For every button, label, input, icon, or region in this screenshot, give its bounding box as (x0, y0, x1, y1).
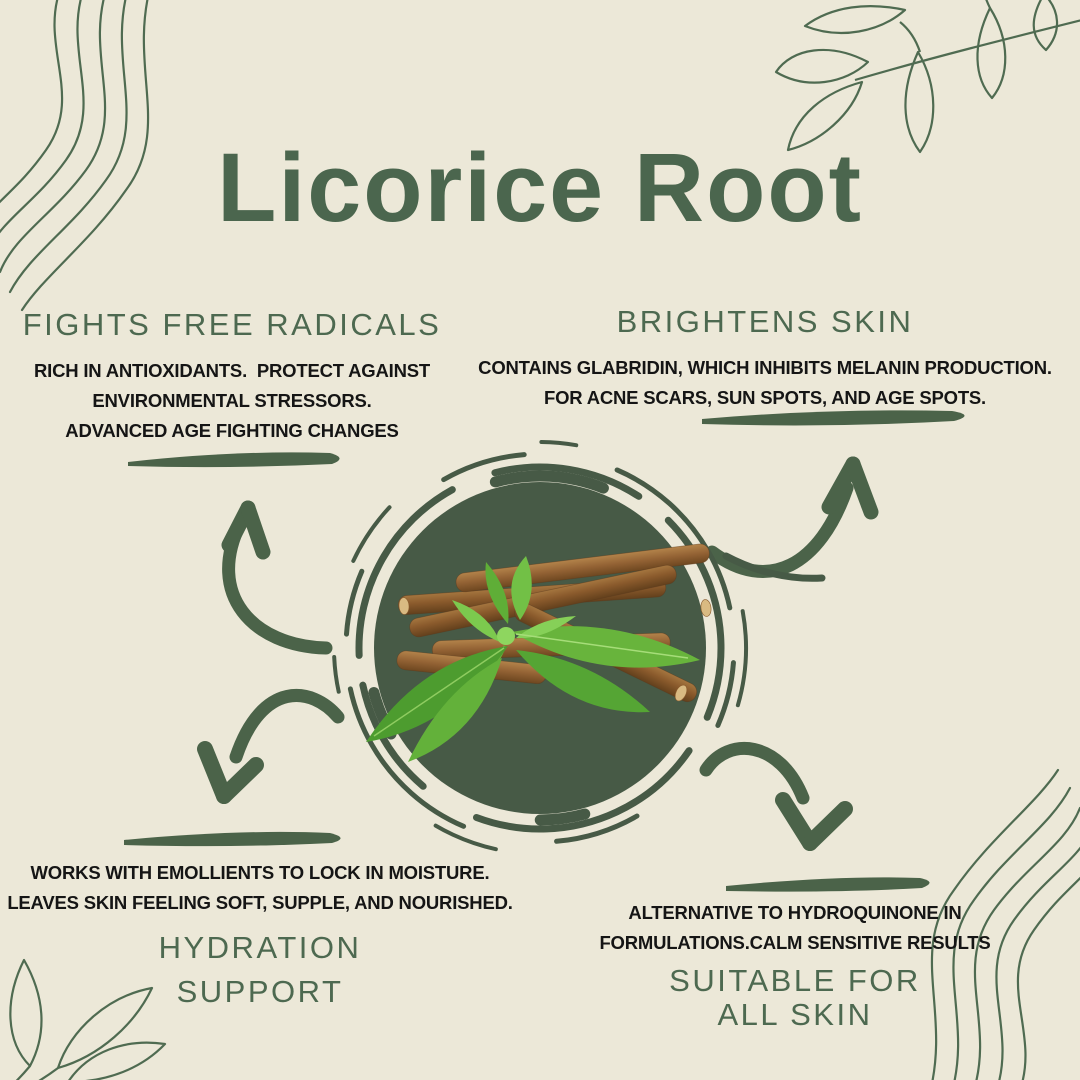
heading-line: SUPPORT (176, 974, 344, 1009)
body-line: FOR ACNE SCARS, SUN SPOTS, AND AGE SPOTS… (543, 387, 986, 408)
curved-arrow-top-left-icon (221, 500, 333, 655)
section-heading: HYDRATION SUPPORT (0, 926, 520, 1014)
brush-underline-suitable (726, 877, 930, 892)
heading-line: SUITABLE FOR (669, 963, 921, 998)
stick-cut-ends (398, 597, 712, 702)
section-fights-free-radicals: FIGHTS FREE RADICALS RICH IN ANTIOXIDANT… (12, 306, 452, 446)
stevia-leaves (366, 556, 700, 762)
heading-line: ALL SKIN (717, 997, 873, 1032)
licorice-root-photo (332, 439, 826, 856)
curved-arrow-bottom-right-icon (699, 742, 853, 851)
section-body: ALTERNATIVE TO HYDROQUINONE IN FORMULATI… (465, 898, 1080, 958)
brush-underline-hydration (124, 831, 341, 847)
curved-arrow-top-right-icon (705, 456, 879, 578)
body-line: LEAVES SKIN FEELING SOFT, SUPPLE, AND NO… (7, 892, 513, 913)
curved-arrow-bottom-left-icon (197, 688, 345, 804)
body-line: CONTAINS GLABRIDIN, WHICH INHIBITS MELAN… (478, 357, 1052, 378)
section-body: RICH IN ANTIOXIDANTS. PROTECT AGAINST EN… (12, 356, 452, 446)
body-line: FORMULATIONS.CALM SENSITIVE RESULTS (599, 932, 991, 953)
body-line: RICH IN ANTIOXIDANTS. PROTECT AGAINST (34, 360, 430, 381)
section-brightens-skin: BRIGHTENS SKIN CONTAINS GLABRIDIN, WHICH… (420, 303, 1080, 413)
body-line: ENVIRONMENTAL STRESSORS. (92, 390, 372, 411)
section-hydration-support: WORKS WITH EMOLLIENTS TO LOCK IN MOISTUR… (0, 858, 520, 1014)
page-title: Licorice Root (217, 133, 863, 242)
section-heading: FIGHTS FREE RADICALS (22, 307, 442, 342)
section-heading: BRIGHTENS SKIN (616, 304, 914, 339)
body-line: ALTERNATIVE TO HYDROQUINONE IN (628, 902, 962, 923)
section-body: WORKS WITH EMOLLIENTS TO LOCK IN MOISTUR… (0, 858, 520, 918)
body-line: ADVANCED AGE FIGHTING CHANGES (65, 420, 399, 441)
section-suitable-for-all-skin: ALTERNATIVE TO HYDROQUINONE IN FORMULATI… (465, 898, 1080, 1032)
brush-underline-fights (128, 452, 340, 468)
section-heading: SUITABLE FOR ALL SKIN (465, 964, 1080, 1032)
heading-line: HYDRATION (158, 930, 362, 965)
body-line: WORKS WITH EMOLLIENTS TO LOCK IN MOISTUR… (30, 862, 490, 883)
licorice-sticks (396, 543, 710, 703)
section-body: CONTAINS GLABRIDIN, WHICH INHIBITS MELAN… (420, 353, 1080, 413)
leaf-branch-top-right-icon (774, 0, 1080, 154)
